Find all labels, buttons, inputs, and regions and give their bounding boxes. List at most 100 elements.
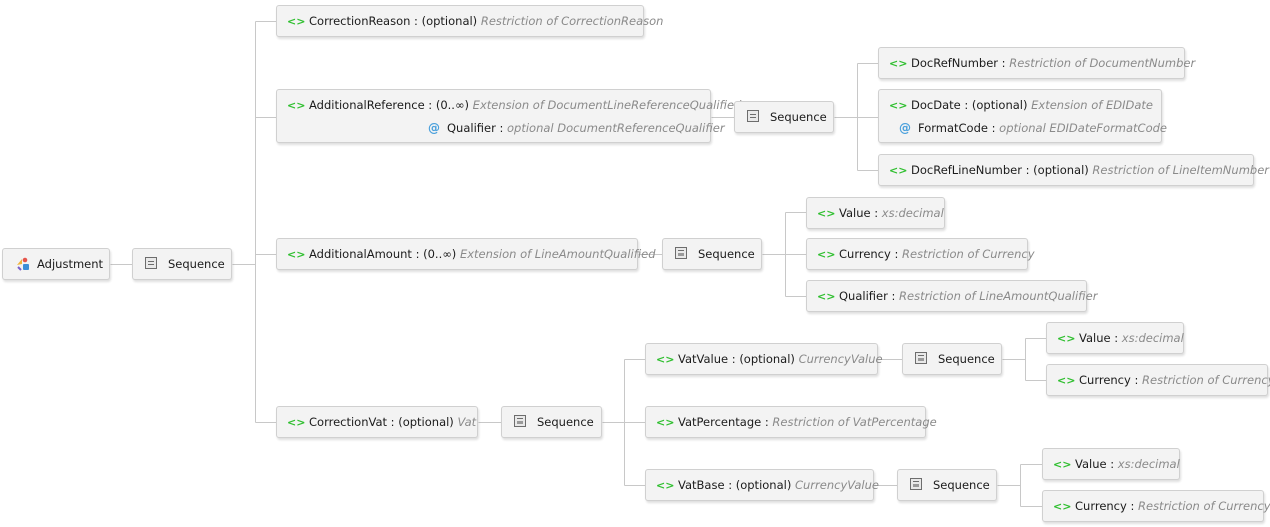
attribute-occurrence: optional (507, 121, 554, 135)
element-type: Restriction of LineItemNumber (1092, 163, 1269, 177)
element-occurrence: (optional) (735, 478, 792, 492)
element-icon: <> (656, 479, 675, 492)
element-node-vat-base-value[interactable]: <>Value : xs:decimal (1042, 448, 1180, 480)
attribute-occurrence: optional (999, 121, 1046, 135)
sequence-label: Sequence (537, 415, 594, 429)
sequence-node-vat-base[interactable]: Sequence (897, 469, 997, 501)
attribute-type: DocumentReferenceQualifier (557, 121, 725, 135)
element-name: DocRefLineNumber (911, 163, 1022, 177)
element-node-vat-value-currency[interactable]: <>Currency : Restriction of Currency (1046, 364, 1270, 396)
sequence-label: Sequence (770, 110, 827, 124)
sequence-label: Sequence (933, 478, 990, 492)
element-node-doc-ref-line-number[interactable]: <>DocRefLineNumber : (optional) Restrict… (878, 154, 1269, 186)
separator: : (1126, 499, 1138, 513)
element-node-amount-value[interactable]: <>Value : xs:decimal (806, 197, 945, 229)
element-icon: <> (889, 57, 908, 70)
element-icon: <> (656, 353, 675, 366)
separator: : (987, 121, 1000, 135)
element-node-vat-base[interactable]: <>VatBase : (optional) CurrencyValue (645, 469, 879, 501)
element-node-additional-amount[interactable]: <>AdditionalAmount : (0..∞) Extension of… (276, 238, 656, 270)
element-name: AdditionalReference (309, 98, 425, 112)
element-name: Qualifier (839, 289, 888, 303)
element-occurrence: (optional) (1033, 163, 1089, 177)
element-name: AdditionalAmount (309, 247, 412, 261)
element-node-vat-base-currency[interactable]: <>Currency : Restriction of Currency (1042, 490, 1270, 522)
element-name: VatPercentage (678, 415, 762, 429)
attribute-name: FormatCode (918, 121, 988, 135)
sequence-node-additional-amount[interactable]: Sequence (662, 238, 762, 270)
element-name: Currency (839, 247, 891, 261)
element-icon: <> (287, 248, 306, 261)
element-node-vat-value-value[interactable]: <>Value : xs:decimal (1046, 322, 1184, 354)
element-icon: <> (817, 290, 836, 303)
sequence-node-vat-value[interactable]: Sequence (902, 343, 1002, 375)
separator: : (761, 415, 773, 429)
element-name: Value (1075, 457, 1107, 471)
sequence-node-correction-vat[interactable]: Sequence (501, 406, 602, 438)
element-occurrence: (optional) (739, 352, 795, 366)
element-name: DocRefNumber (911, 56, 999, 70)
element-type: Restriction of CorrectionReason (480, 14, 664, 28)
element-node-vat-percentage[interactable]: <>VatPercentage : Restriction of VatPerc… (645, 406, 937, 438)
element-node-doc-ref-number[interactable]: <>DocRefNumber : Restriction of Document… (878, 47, 1195, 79)
attribute-type: EDIDateFormatCode (1049, 121, 1167, 135)
separator: : (424, 98, 436, 112)
separator: : (724, 478, 736, 492)
separator: : (495, 121, 508, 135)
element-node-doc-date[interactable]: <>DocDate : (optional) Extension of EDID… (878, 89, 1167, 143)
attribute-icon: @ (899, 121, 911, 135)
separator: : (1110, 331, 1122, 345)
root-node-adjustment[interactable]: Adjustment (2, 248, 110, 280)
sequence-label: Sequence (168, 257, 225, 271)
element-node-amount-currency[interactable]: <>Currency : Restriction of Currency (806, 238, 1035, 270)
element-type: Extension of DocumentLineReferenceQualif… (472, 98, 742, 112)
element-name: DocDate (911, 98, 961, 112)
separator: : (1106, 457, 1118, 471)
element-icon: <> (817, 207, 836, 220)
sequence-node-additional-reference[interactable]: Sequence (734, 101, 834, 133)
element-node-amount-qualifier[interactable]: <>Qualifier : Restriction of LineAmountQ… (806, 280, 1097, 312)
element-type: Restriction of Currency (1138, 499, 1270, 513)
element-icon: <> (1053, 500, 1072, 513)
sequence-label: Sequence (938, 352, 995, 366)
element-type: xs:decimal (1117, 457, 1180, 471)
sequence-node-main[interactable]: Sequence (132, 248, 232, 280)
separator: : (1021, 163, 1034, 177)
element-type: Extension of EDIDate (1031, 98, 1153, 112)
element-occurrence: (optional) (398, 415, 454, 429)
separator: : (998, 56, 1010, 70)
element-icon: <> (817, 248, 836, 261)
element-node-correction-reason[interactable]: <>CorrectionReason : (optional) Restrict… (276, 5, 663, 37)
separator: : (410, 14, 422, 28)
element-occurrence: (optional) (971, 98, 1028, 112)
element-type: xs:decimal (1121, 331, 1184, 345)
element-occurrence: (optional) (421, 14, 478, 28)
element-name: Value (1079, 331, 1111, 345)
element-icon: <> (889, 164, 908, 177)
separator: : (960, 98, 972, 112)
element-name: Value (839, 206, 871, 220)
element-type: Extension of LineAmountQualified (459, 247, 656, 261)
element-node-additional-reference[interactable]: <>AdditionalReference : (0..∞) Extension… (276, 89, 741, 143)
separator: : (870, 206, 882, 220)
element-icon: <> (1057, 374, 1076, 387)
element-type: Restriction of Currency (1142, 373, 1270, 387)
element-icon: <> (1053, 458, 1072, 471)
element-icon: <> (889, 99, 908, 112)
element-type: xs:decimal (881, 206, 944, 220)
element-node-correction-vat[interactable]: <>CorrectionVat : (optional) Vat (276, 406, 478, 438)
element-name: VatValue (678, 352, 729, 366)
element-type: Restriction of DocumentNumber (1009, 56, 1196, 70)
element-type: Restriction of VatPercentage (772, 415, 937, 429)
element-node-vat-value[interactable]: <>VatValue : (optional) CurrencyValue (645, 343, 883, 375)
element-type: Vat (457, 415, 477, 429)
separator: : (890, 247, 902, 261)
separator: : (387, 415, 399, 429)
sequence-icon (747, 110, 759, 122)
element-type: Restriction of Currency (902, 247, 1035, 261)
element-icon: <> (287, 416, 306, 429)
attribute-icon: @ (428, 121, 440, 135)
separator: : (411, 247, 424, 261)
